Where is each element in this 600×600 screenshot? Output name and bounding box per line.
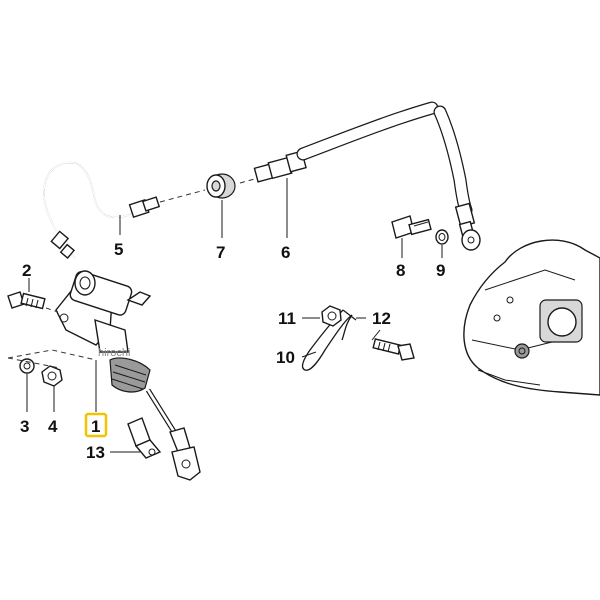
grommet-part-7 xyxy=(206,173,236,199)
watermark-text: hirochi xyxy=(98,347,130,359)
bolt-part-2 xyxy=(7,291,59,313)
nut-part-4 xyxy=(41,365,63,387)
callout-13: 13 xyxy=(86,443,105,462)
callout-8: 8 xyxy=(396,261,405,280)
callout-5: 5 xyxy=(114,240,123,259)
nut-part-11 xyxy=(321,305,342,327)
bolt-part-12 xyxy=(372,338,415,361)
hose-part-6 xyxy=(253,101,481,251)
fitting-part-13 xyxy=(127,417,162,459)
callout-12: 12 xyxy=(372,309,391,328)
callout-7: 7 xyxy=(216,243,225,262)
callout-2: 2 xyxy=(22,261,31,280)
callout-6: 6 xyxy=(281,243,290,262)
assembly-axis-line xyxy=(159,189,206,203)
callout-3: 3 xyxy=(20,417,29,436)
washer-part-9 xyxy=(435,229,449,245)
callout-4: 4 xyxy=(48,417,58,436)
spring-clip-part-10 xyxy=(301,309,357,371)
callout-1: 1 xyxy=(91,417,100,436)
banjo-bolt-part-8 xyxy=(391,215,432,239)
pipe-line-part-5 xyxy=(43,161,161,260)
callout-1-highlight xyxy=(84,412,108,438)
callout-10: 10 xyxy=(276,348,295,367)
washer-part-3 xyxy=(19,358,35,374)
leader-lines xyxy=(26,178,443,453)
callout-9: 9 xyxy=(436,261,445,280)
master-cylinder-part-1 xyxy=(55,270,201,481)
clutch-housing xyxy=(463,239,600,396)
callout-11: 11 xyxy=(278,309,296,328)
